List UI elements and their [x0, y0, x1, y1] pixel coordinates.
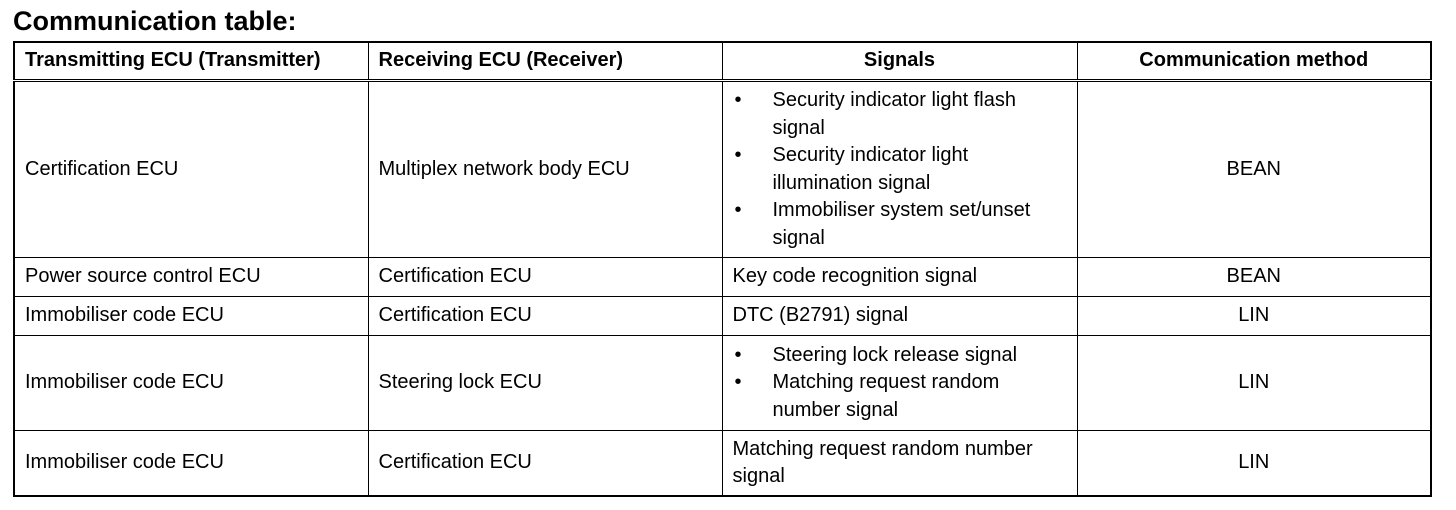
signal-text: Security indicator light flash signal: [772, 89, 1016, 139]
method-cell: LIN: [1076, 335, 1432, 431]
transmitter-cell: Certification ECU: [13, 80, 369, 258]
signal-text: Immobiliser system set/unset signal: [772, 199, 1031, 249]
table-row: Power source control ECU Certification E…: [13, 257, 1432, 297]
transmitter-cell: Immobiliser code ECU: [13, 296, 369, 336]
table-header-row: Transmitting ECU (Transmitter) Receiving…: [13, 41, 1432, 82]
signals-cell: Key code recognition signal: [721, 257, 1078, 297]
signal-text: Security indicator light illumination si…: [772, 144, 969, 194]
bullet-glyph: •: [734, 144, 742, 166]
header-transmitter: Transmitting ECU (Transmitter): [13, 41, 369, 82]
signal-list: • Steering lock release signal • Matching …: [733, 342, 1067, 425]
signals-cell: • Steering lock release signal • Matching …: [721, 335, 1078, 431]
receiver-cell: Multiplex network body ECU: [367, 80, 723, 258]
bullet-glyph: •: [734, 89, 742, 111]
signal-item: • Steering lock release signal: [733, 342, 1067, 370]
signals-cell: • Security indicator light flash signal •…: [721, 80, 1078, 258]
bullet-glyph: •: [734, 343, 742, 366]
table-row: Immobiliser code ECU Certification ECU D…: [13, 296, 1432, 336]
table-row: Certification ECU Multiplex network body…: [13, 80, 1432, 258]
signals-cell: Matching request random number signal: [721, 430, 1078, 497]
receiver-cell: Certification ECU: [367, 257, 723, 297]
receiver-cell: Certification ECU: [367, 296, 723, 336]
method-cell: BEAN: [1076, 257, 1432, 297]
signal-item: • Immobiliser system set/unset signal: [733, 197, 1067, 252]
signal-item: • Matching request random number signal: [733, 369, 1067, 424]
method-cell: LIN: [1076, 296, 1432, 336]
header-communication-method: Communication method: [1076, 41, 1432, 82]
transmitter-cell: Power source control ECU: [13, 257, 369, 297]
table-row: Immobiliser code ECU Steering lock ECU •…: [13, 335, 1432, 431]
transmitter-cell: Immobiliser code ECU: [13, 335, 369, 431]
receiver-cell: Certification ECU: [367, 430, 723, 497]
communication-table: Transmitting ECU (Transmitter) Receiving…: [13, 41, 1432, 497]
bullet-glyph: •: [734, 371, 742, 394]
header-receiver: Receiving ECU (Receiver): [367, 41, 723, 82]
signal-item: • Security indicator light flash signal: [733, 87, 1067, 142]
header-signals: Signals: [721, 41, 1078, 82]
signal-text: Steering lock release signal: [772, 343, 1018, 366]
transmitter-cell: Immobiliser code ECU: [13, 430, 369, 497]
receiver-cell: Steering lock ECU: [367, 335, 723, 431]
page-title: Communication table:: [13, 6, 297, 36]
signal-item: • Security indicator light illumination s…: [733, 142, 1067, 197]
table-row: Immobiliser code ECU Certification ECU M…: [13, 430, 1432, 497]
signal-list: • Security indicator light flash signal •…: [733, 87, 1067, 252]
signals-cell: DTC (B2791) signal: [721, 296, 1078, 336]
method-cell: LIN: [1076, 430, 1432, 497]
method-cell: BEAN: [1076, 80, 1432, 258]
signal-text: Matching request random number signal: [772, 371, 1000, 421]
bullet-glyph: •: [734, 199, 742, 221]
